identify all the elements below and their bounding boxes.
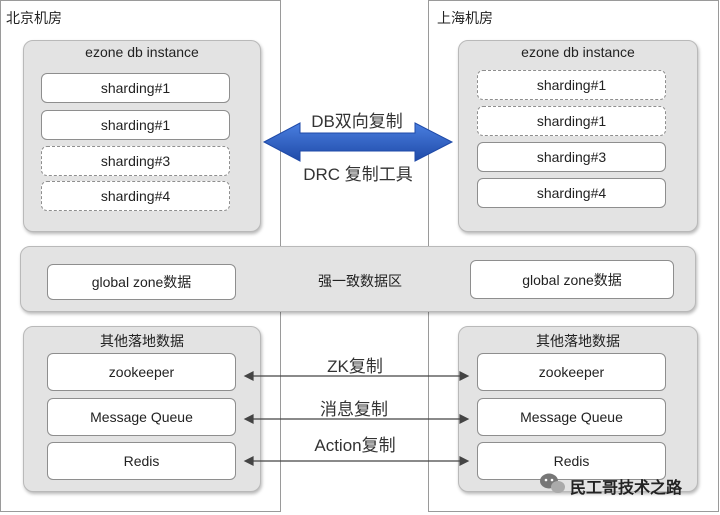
shanghai-shard-2[interactable]: sharding#1: [477, 106, 666, 136]
shanghai-message-queue[interactable]: Message Queue: [477, 398, 666, 436]
beijing-shard-1[interactable]: sharding#1: [41, 73, 230, 103]
wechat-logo-icon: [540, 473, 565, 493]
shanghai-redis[interactable]: Redis: [477, 442, 666, 480]
shanghai-global-box[interactable]: global zone数据: [470, 260, 674, 299]
action-replication-arrow: [243, 456, 470, 466]
shanghai-shard-3[interactable]: sharding#3: [477, 142, 666, 172]
beijing-region-title: 北京机房: [6, 10, 62, 26]
beijing-shard-3[interactable]: sharding#3: [41, 146, 230, 176]
shanghai-other-title: 其他落地数据: [536, 333, 620, 349]
beijing-zookeeper[interactable]: zookeeper: [47, 353, 236, 391]
beijing-shard-2[interactable]: sharding#1: [41, 110, 230, 140]
db-replication-label: DB双向复制: [311, 112, 403, 131]
watermark-text: 民工哥技术之路: [570, 480, 683, 497]
zk-replication-label: ZK复制: [327, 357, 383, 376]
zk-replication-arrow: [243, 371, 470, 381]
action-replication-label: Action复制: [314, 436, 396, 455]
shanghai-region-title: 上海机房: [437, 10, 493, 26]
shanghai-shard-1[interactable]: sharding#1: [477, 70, 666, 100]
beijing-shard-4[interactable]: sharding#4: [41, 181, 230, 211]
drc-tool-label: DRC 复制工具: [303, 165, 413, 184]
beijing-db-panel-title: ezone db instance: [85, 44, 199, 60]
global-zone-label: 强一致数据区: [318, 273, 402, 289]
beijing-other-title: 其他落地数据: [100, 333, 184, 349]
shanghai-shard-4[interactable]: sharding#4: [477, 178, 666, 208]
shanghai-zookeeper[interactable]: zookeeper: [477, 353, 666, 391]
beijing-message-queue[interactable]: Message Queue: [47, 398, 236, 436]
mq-replication-label: 消息复制: [320, 400, 388, 419]
beijing-redis[interactable]: Redis: [47, 442, 236, 480]
beijing-global-box[interactable]: global zone数据: [47, 264, 236, 300]
mq-replication-arrow: [243, 414, 470, 424]
shanghai-db-panel-title: ezone db instance: [521, 44, 635, 60]
db-replication-arrow: [262, 122, 454, 162]
